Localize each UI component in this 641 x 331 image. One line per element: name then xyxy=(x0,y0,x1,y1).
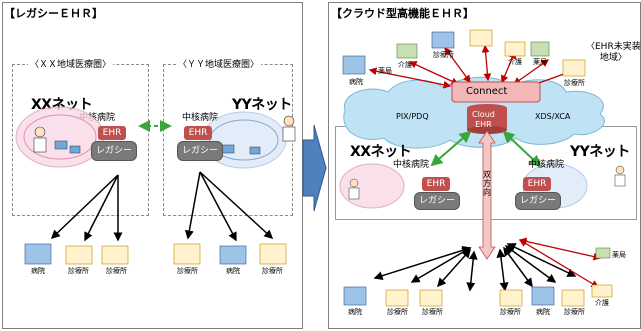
bottom-care-label: 介護 xyxy=(595,299,609,307)
yy-region-label: 〈ＹＹ地域医療圏〉 xyxy=(176,57,262,70)
left-clinic-label-2: 診療所 xyxy=(106,267,127,275)
bottom-pharmacy-label: 薬局 xyxy=(612,251,626,259)
right-xx-ehr-box: EHR xyxy=(422,177,450,191)
right-xx-net-label: XXネット xyxy=(350,144,412,160)
top-hospital-label: 病院 xyxy=(349,78,363,86)
pix-pdq-label: PIX/PDQ xyxy=(396,112,429,121)
top-pharmacy-label-1: 薬局 xyxy=(378,67,392,75)
connect-label: Connect xyxy=(466,86,508,97)
bottom-hospital-label-1: 病院 xyxy=(348,308,362,316)
bottom-hospital-label-2: 病院 xyxy=(536,308,550,316)
building-shapes xyxy=(24,29,613,307)
left-clinic-label-4: 診療所 xyxy=(262,267,283,275)
yy-net-label: YYネット xyxy=(232,97,292,113)
yy-ehr-box: EHR xyxy=(184,126,212,140)
top-care-label-1: 介護 xyxy=(398,61,412,69)
xx-legacy-cylinder: レガシー xyxy=(91,141,137,161)
right-yy-core-hospital-label: 中核病院 xyxy=(528,160,565,170)
yy-legacy-cylinder: レガシー xyxy=(177,141,223,161)
top-pharmacy-label-2: 薬局 xyxy=(533,58,547,66)
legacy-ehr-title: 【レガシーＥＨＲ】 xyxy=(4,7,103,20)
left-hospital-label-2: 病院 xyxy=(226,267,240,275)
top-care-label-2: 介護 xyxy=(508,58,522,66)
bottom-clinic-label-1: 診療所 xyxy=(387,308,408,316)
top-clinic-label-2: 診療所 xyxy=(564,79,585,87)
right-yy-ehr-box: EHR xyxy=(523,177,551,191)
xx-core-hospital-label: 中核病院 xyxy=(79,113,116,123)
right-yy-net-label: YYネット xyxy=(570,144,630,160)
left-clinic-label-3: 診療所 xyxy=(177,267,198,275)
left-clinic-label-1: 診療所 xyxy=(68,267,89,275)
bottom-clinic-label-3: 診療所 xyxy=(500,308,521,316)
xx-ehr-box: EHR xyxy=(98,126,126,140)
right-xx-legacy-cylinder: レガシー xyxy=(414,192,460,210)
xx-region-label: 〈ＸＸ地域医療圏〉 xyxy=(28,57,114,70)
cloud-ehr-title: 【クラウド型高機能ＥＨＲ】 xyxy=(331,7,474,20)
top-clinic-label-1: 診療所 xyxy=(433,51,454,59)
yy-core-hospital-label: 中核病院 xyxy=(182,113,219,123)
bottom-clinic-label-2: 診療所 xyxy=(422,308,443,316)
xds-xca-label: XDS/XCA xyxy=(535,112,571,121)
right-xx-core-hospital-label: 中核病院 xyxy=(393,160,430,170)
bottom-clinic-label-4: 診療所 xyxy=(564,308,585,316)
bidirectional-label: 双方向 xyxy=(483,170,491,197)
not-implemented-label: 〈EHR未実装地域〉 xyxy=(586,42,641,63)
left-hospital-label-1: 病院 xyxy=(31,267,45,275)
right-yy-legacy-cylinder: レガシー xyxy=(515,192,561,210)
